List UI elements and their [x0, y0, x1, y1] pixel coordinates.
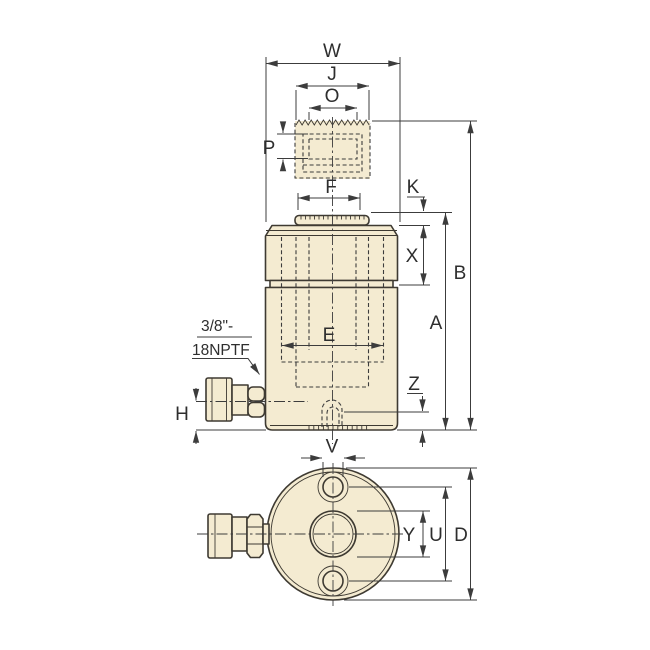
collar-groove: [269, 279, 394, 289]
port-leader-arrow: [192, 358, 260, 375]
dim-v: V: [301, 437, 365, 477]
dim-label-j: J: [327, 64, 337, 85]
dim-label-v: V: [326, 437, 339, 458]
coupler-hex-flats: [247, 526, 263, 545]
dim-label-f: F: [325, 177, 337, 198]
port-note-line-2: 18NPTF: [192, 342, 250, 359]
dim-z: Z: [344, 374, 429, 447]
dim-label-u: U: [429, 525, 443, 546]
dim-label-a: A: [430, 313, 443, 334]
coupler-knob: [205, 377, 233, 422]
saddle: [294, 214, 370, 226]
phantom-thread-hidden: [308, 138, 358, 160]
coupler-hex-nut: [246, 513, 264, 559]
cylinder-collar: [264, 224, 399, 282]
dim-f: F: [297, 177, 361, 210]
coupler-knob-bottom: [207, 513, 233, 559]
dim-label-h: H: [175, 404, 189, 425]
coupler-nipple-bottom: [247, 401, 266, 418]
coupler-nipple-top: [247, 386, 266, 402]
coupler-side-view: [205, 377, 266, 422]
phantom-fill: [295, 121, 370, 179]
dim-label-y: Y: [403, 525, 416, 546]
dim-label-z: Z: [408, 374, 420, 395]
dim-u: U: [349, 486, 452, 582]
dim-h: H: [175, 388, 200, 444]
dim-label-b: B: [454, 263, 467, 284]
bottom-view: [197, 463, 404, 606]
dim-a: A: [371, 212, 452, 430]
dim-e: E: [282, 325, 383, 349]
dimensions: W J O P F: [175, 41, 477, 601]
dim-j: J: [295, 64, 370, 120]
dim-label-e: E: [323, 325, 336, 346]
dim-label-p: P: [263, 138, 276, 159]
dim-d: D: [344, 467, 477, 601]
base-serration: [308, 425, 368, 430]
dim-w: W: [265, 41, 401, 222]
port-callout: 3/8"- 18NPTF: [192, 318, 260, 375]
coupler-knob-lines: [211, 378, 227, 421]
dim-label-x: X: [406, 246, 419, 267]
dim-label-w: W: [323, 41, 341, 62]
dim-k: K: [407, 177, 427, 239]
dim-x: X: [399, 225, 430, 286]
dim-label-k: K: [407, 177, 420, 198]
coupler-collar: [231, 384, 249, 416]
side-view: [196, 117, 399, 444]
cylinder-body: [264, 286, 399, 431]
dim-p: P: [263, 121, 308, 172]
dim-label-o: O: [325, 86, 340, 107]
port-note-line-1: 3/8"-: [201, 318, 233, 335]
coupler-bottom-view: [207, 513, 270, 559]
dim-label-d: D: [454, 525, 468, 546]
dim-b: B: [372, 120, 477, 430]
dim-o: O: [308, 86, 358, 120]
saddle-serration: [300, 216, 365, 220]
base-hole-hidden: [321, 399, 343, 427]
dim-y: Y: [357, 510, 430, 558]
